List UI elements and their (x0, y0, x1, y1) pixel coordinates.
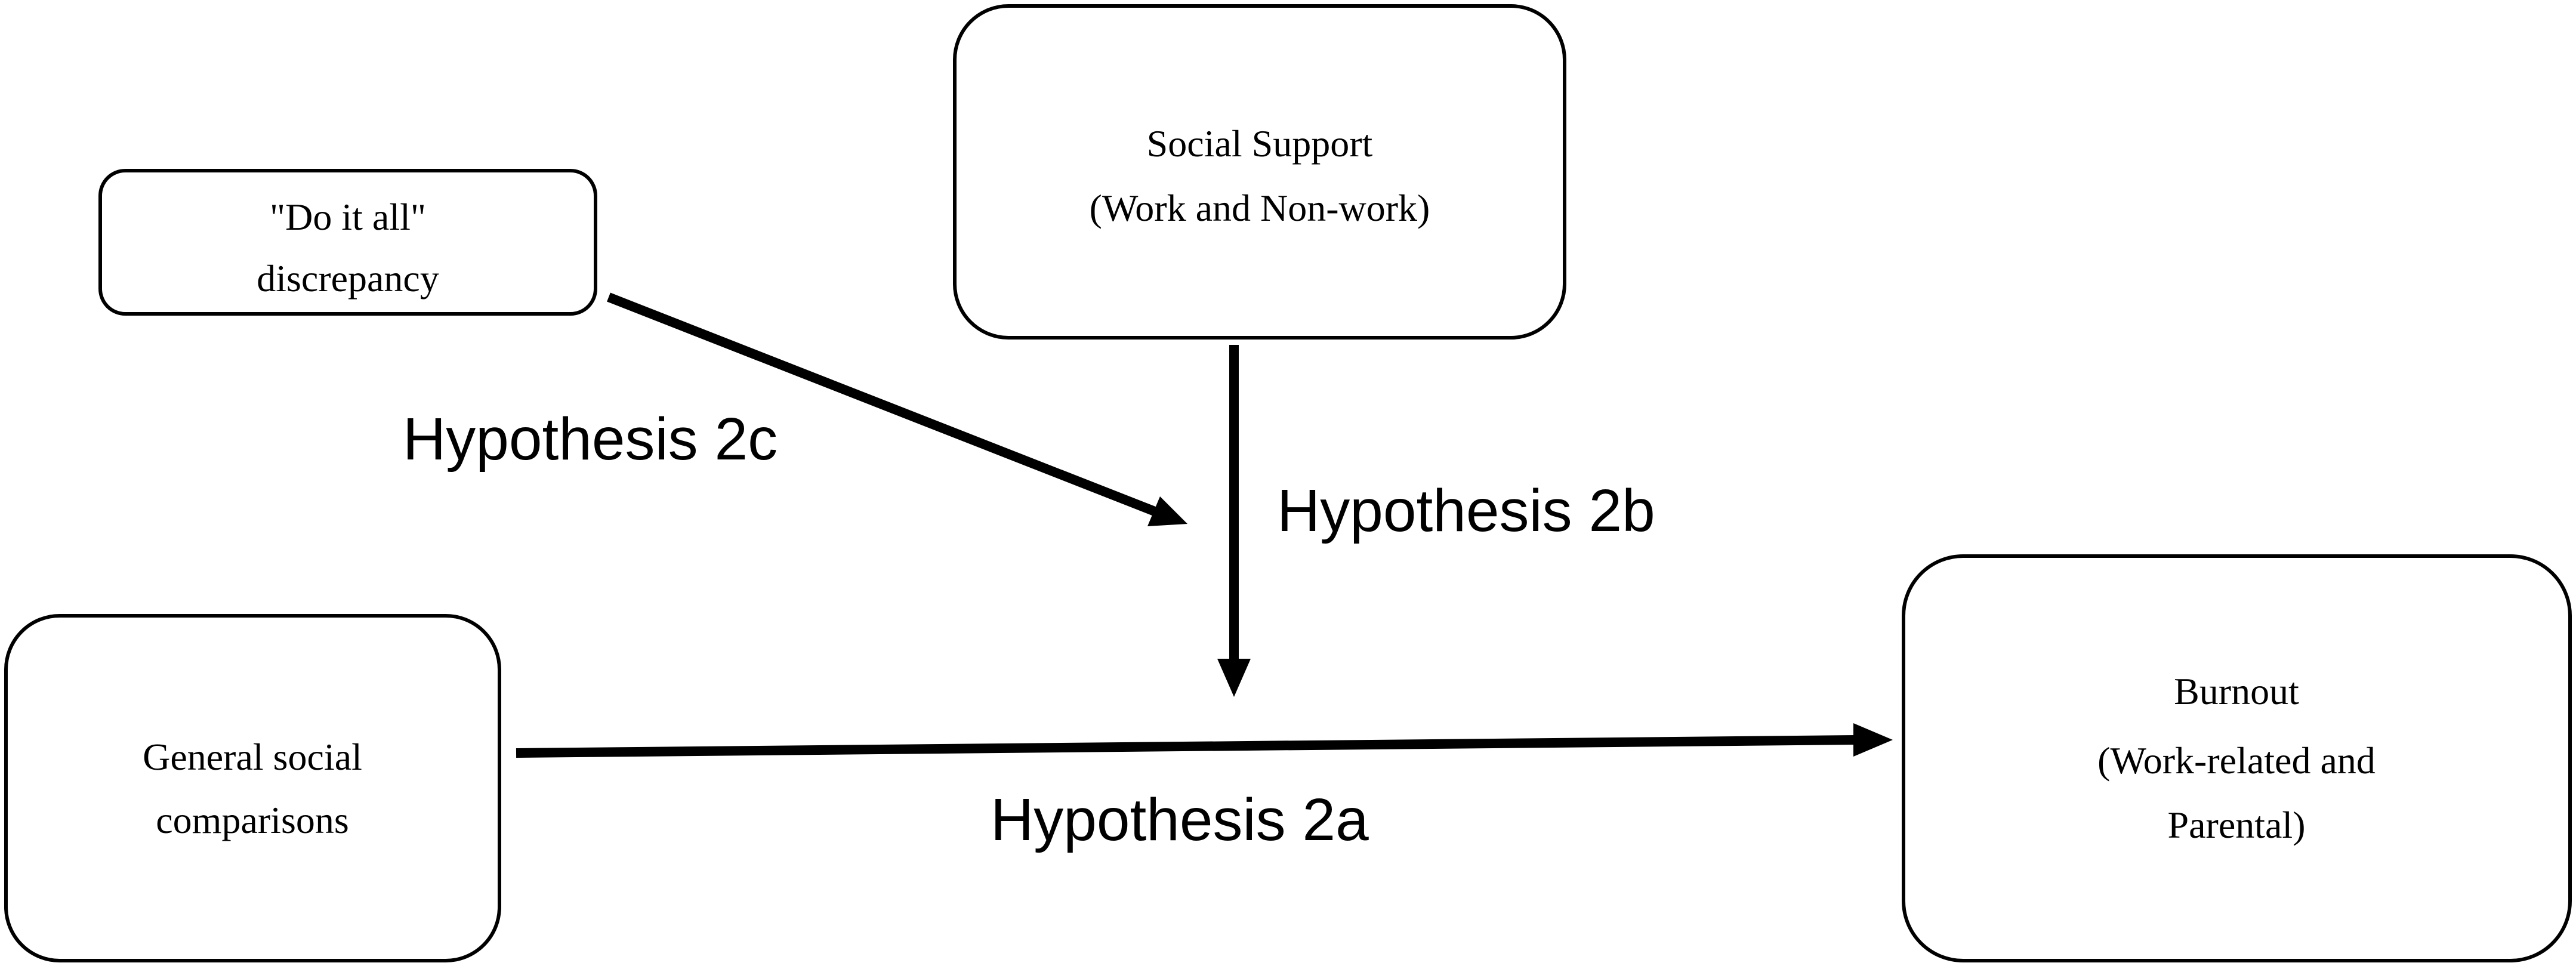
node-burnout-line1: Burnout (2174, 670, 2299, 712)
node-burnout-line2: (Work-related and (2097, 739, 2376, 782)
node-social-support-line1: Social Support (1147, 122, 1373, 165)
node-do-it-all-line1: "Do it all" (270, 196, 426, 238)
node-do-it-all-discrepancy: "Do it all" discrepancy (98, 169, 597, 316)
node-do-it-all-line2: discrepancy (257, 257, 439, 300)
label-hypothesis-2c: Hypothesis 2c (403, 406, 778, 473)
node-general-social-comparisons: General social comparisons (4, 614, 501, 962)
node-social-support: Social Support (Work and Non-work) (953, 4, 1566, 340)
node-burnout: Burnout (Work-related and Parental) (1902, 554, 2572, 962)
node-general-social-line2: comparisons (156, 799, 349, 841)
edge-h2c-arrow (607, 292, 1187, 526)
node-social-support-line2: (Work and Non-work) (1090, 187, 1430, 229)
label-hypothesis-2a: Hypothesis 2a (991, 786, 1369, 853)
node-general-social-line1: General social (143, 736, 362, 778)
edge-h2b-arrow (1217, 345, 1251, 697)
edge-h2a-arrow (516, 723, 1893, 758)
label-hypothesis-2b: Hypothesis 2b (1277, 477, 1655, 544)
node-burnout-line3: Parental) (2168, 804, 2306, 846)
